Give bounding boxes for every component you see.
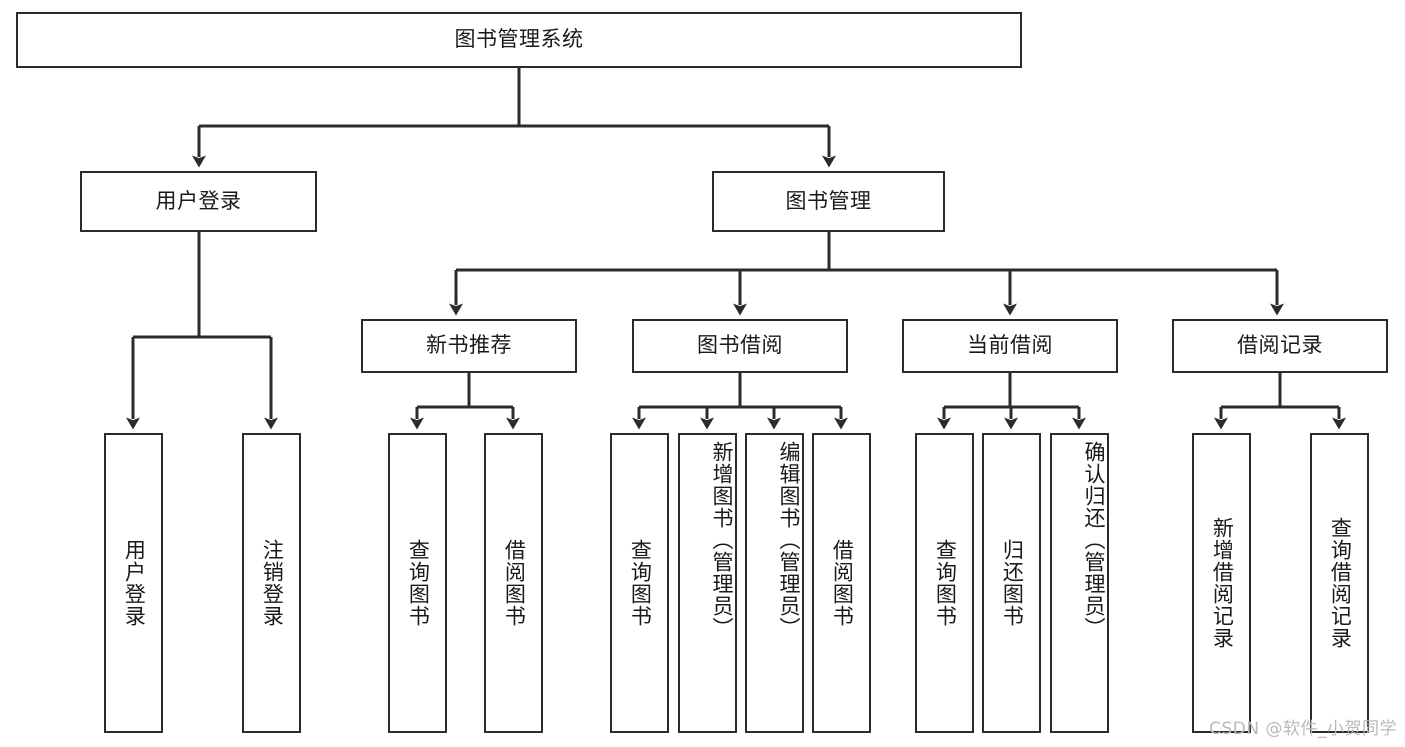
node-book-manage-label: 图书管理 [785, 188, 872, 213]
node-leaf-query-book-cur[interactable]: 查询图书 [915, 433, 974, 733]
node-leaf-borrow-book[interactable]: 借阅图书 [812, 433, 871, 733]
node-leaf-query-borrow-record[interactable]: 查询借阅记录 [1310, 433, 1369, 733]
node-book-borrow[interactable]: 图书借阅 [632, 319, 848, 373]
node-leaf-query-borrow-record-label: 查询借阅记录 [1328, 517, 1353, 649]
node-root[interactable]: 图书管理系统 [16, 12, 1022, 68]
node-new-book-rec-label: 新书推荐 [426, 333, 512, 358]
node-current-borrow[interactable]: 当前借阅 [902, 319, 1118, 373]
node-leaf-return-book[interactable]: 归还图书 [982, 433, 1041, 733]
node-leaf-logout-label: 注销登录 [260, 539, 285, 627]
node-user-login-label: 用户登录 [155, 188, 242, 213]
node-leaf-add-book-admin[interactable]: 新增图书（管理员） [678, 433, 737, 733]
node-leaf-confirm-return-admin[interactable]: 确认归还（管理员） [1050, 433, 1109, 733]
node-leaf-add-book-admin-label: 新增图书（管理员） [710, 441, 734, 639]
node-current-borrow-label: 当前借阅 [967, 333, 1053, 358]
node-leaf-confirm-return-admin-label: 确认归还（管理员） [1082, 441, 1106, 639]
node-leaf-query-book-borrow[interactable]: 查询图书 [610, 433, 669, 733]
node-leaf-borrow-book-rec-label: 借阅图书 [502, 539, 527, 627]
node-leaf-query-book-rec[interactable]: 查询图书 [388, 433, 447, 733]
node-book-manage[interactable]: 图书管理 [712, 171, 945, 232]
node-leaf-query-book-rec-label: 查询图书 [406, 539, 431, 627]
node-book-borrow-label: 图书借阅 [697, 333, 783, 358]
node-leaf-borrow-book-label: 借阅图书 [830, 539, 855, 627]
node-leaf-edit-book-admin[interactable]: 编辑图书（管理员） [745, 433, 804, 733]
node-borrow-record[interactable]: 借阅记录 [1172, 319, 1388, 373]
node-leaf-query-book-borrow-label: 查询图书 [628, 539, 653, 627]
csdn-watermark: CSDN @软件_小贺同学 [1209, 719, 1397, 739]
node-borrow-record-label: 借阅记录 [1237, 333, 1323, 358]
node-leaf-add-borrow-record[interactable]: 新增借阅记录 [1192, 433, 1251, 733]
node-leaf-borrow-book-rec[interactable]: 借阅图书 [484, 433, 543, 733]
node-leaf-user-login[interactable]: 用户登录 [104, 433, 163, 733]
node-leaf-logout[interactable]: 注销登录 [242, 433, 301, 733]
node-leaf-return-book-label: 归还图书 [1000, 539, 1025, 627]
node-new-book-rec[interactable]: 新书推荐 [361, 319, 577, 373]
node-leaf-user-login-label: 用户登录 [122, 539, 147, 627]
node-user-login[interactable]: 用户登录 [80, 171, 317, 232]
node-leaf-add-borrow-record-label: 新增借阅记录 [1210, 517, 1235, 649]
node-leaf-edit-book-admin-label: 编辑图书（管理员） [777, 441, 801, 639]
node-root-label: 图书管理系统 [454, 27, 584, 52]
node-leaf-query-book-cur-label: 查询图书 [933, 539, 958, 627]
